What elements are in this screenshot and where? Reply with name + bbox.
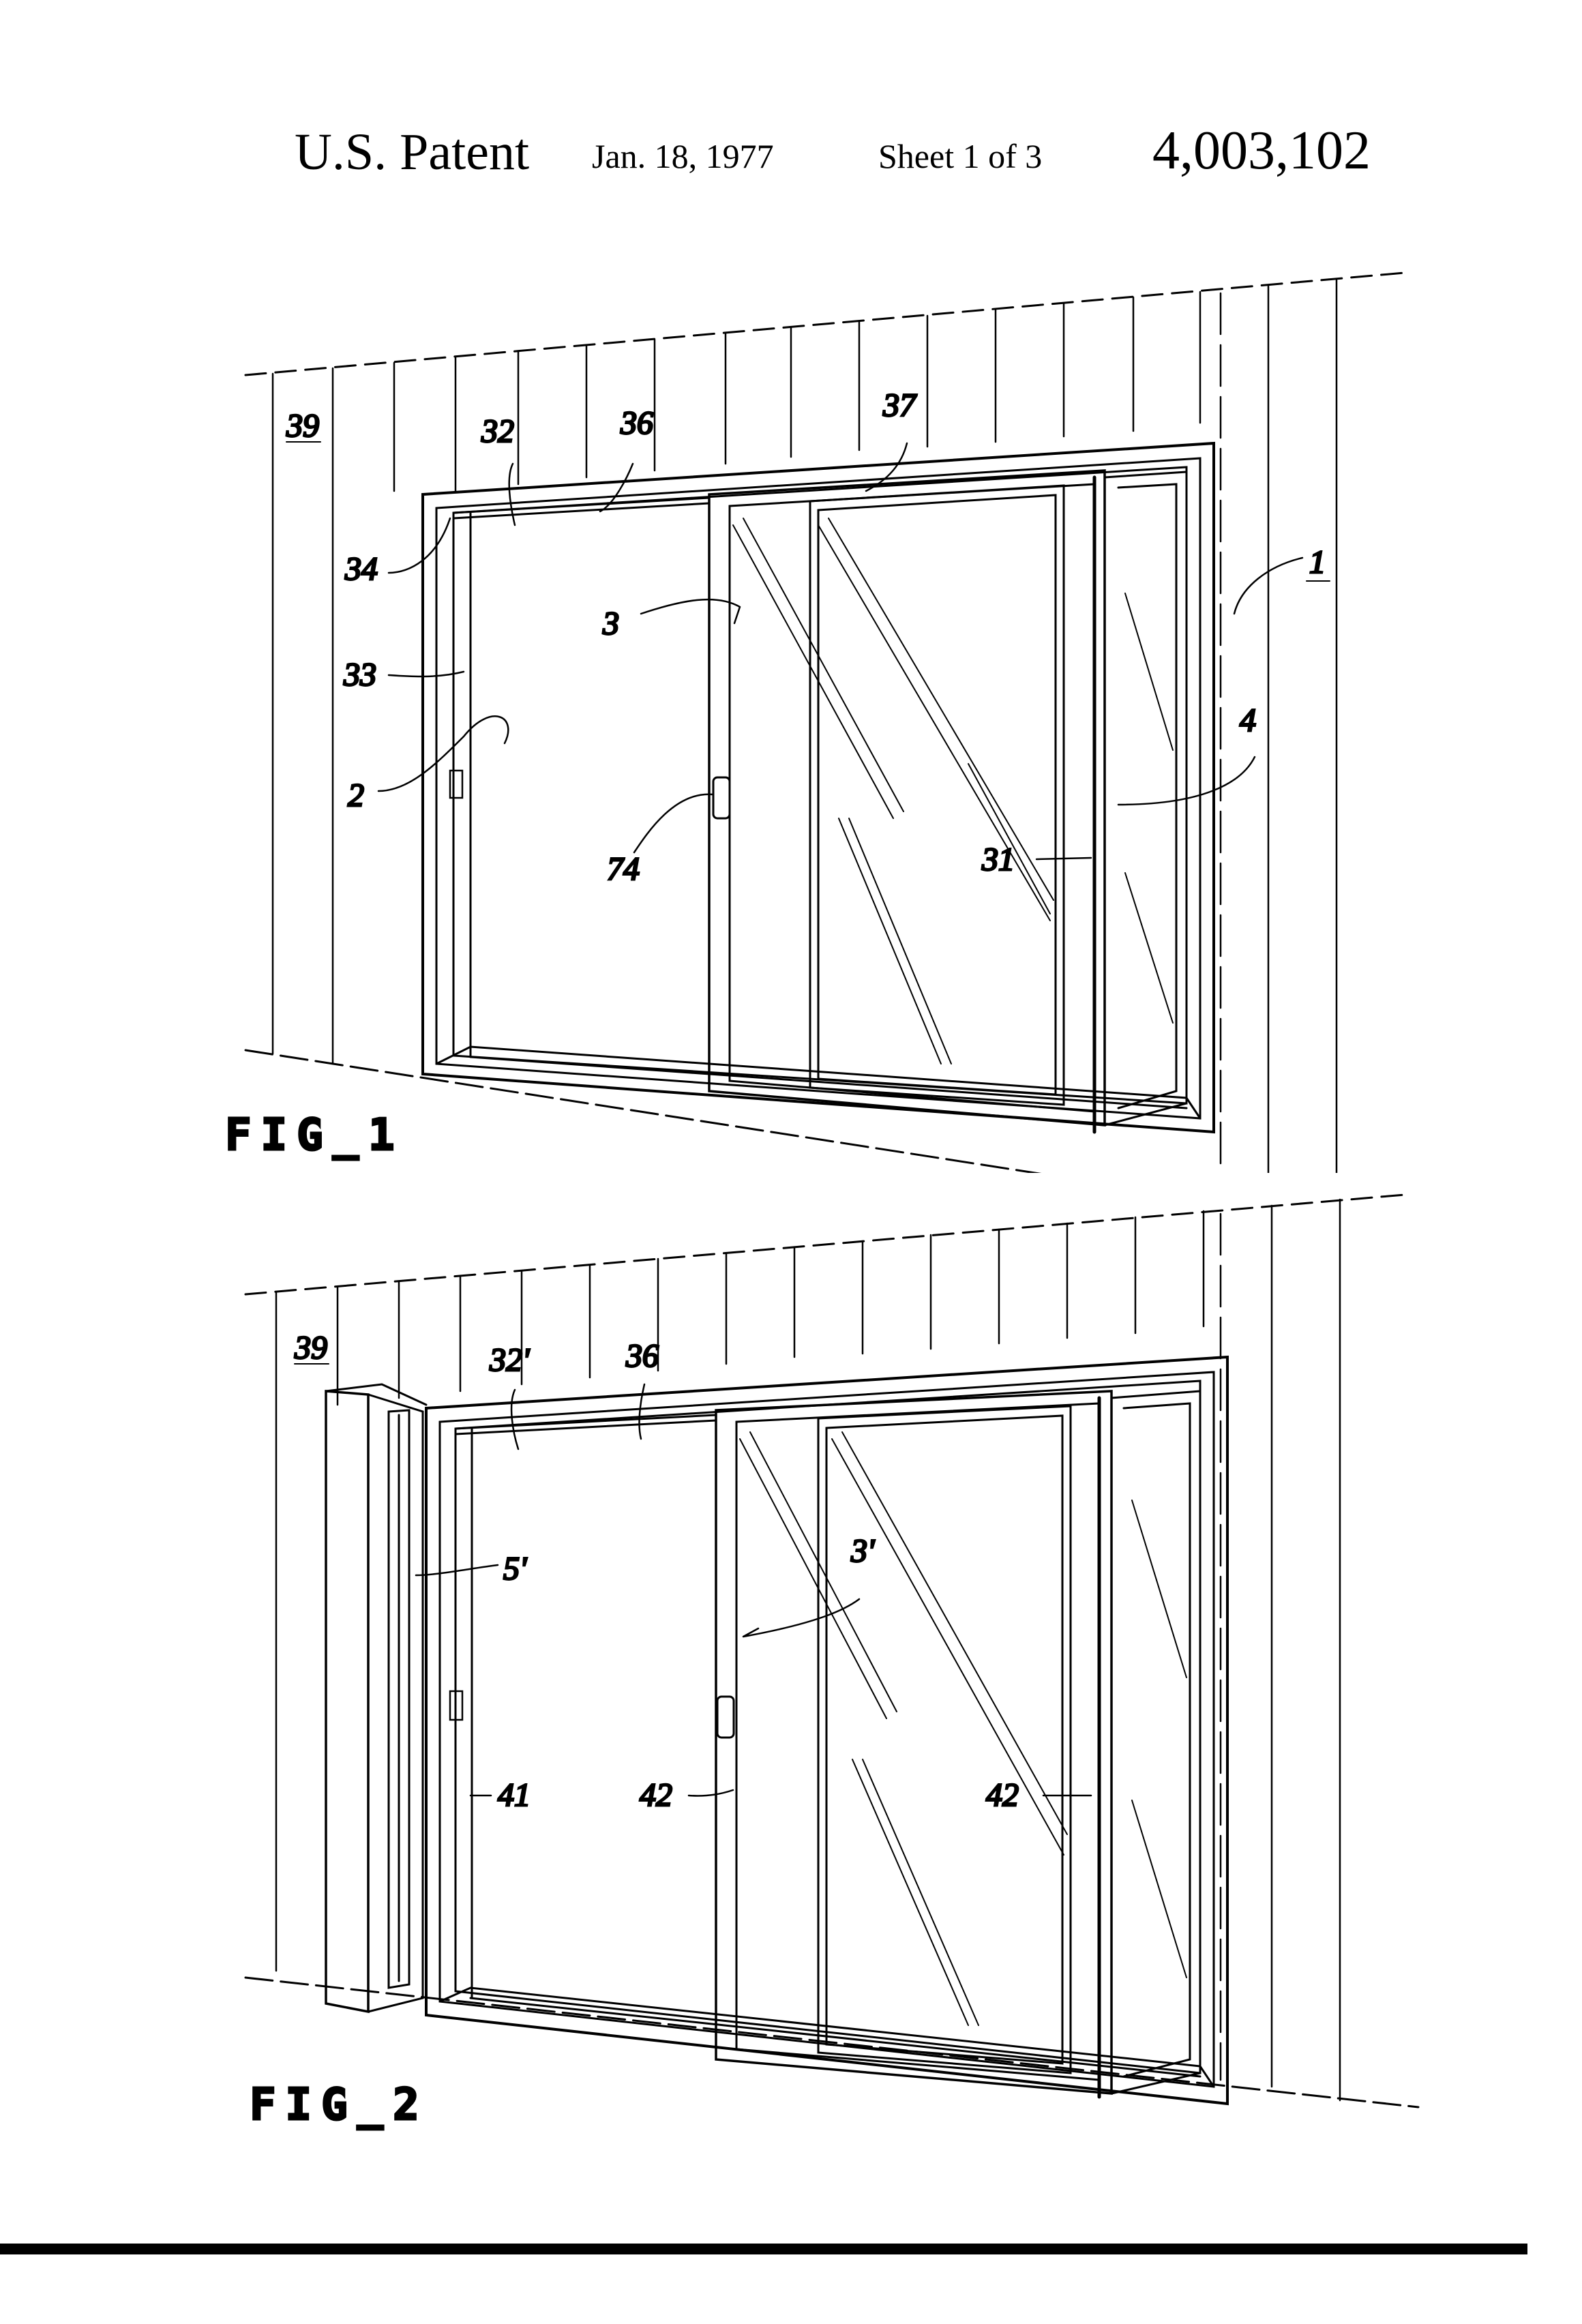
patent-title: U.S. Patent <box>295 123 530 181</box>
ref-37: 37 <box>882 387 917 423</box>
figure-1-label: FIG_1 <box>225 1110 404 1161</box>
figure-2-label: FIG_2 <box>250 2080 429 2130</box>
ref-41: 41 <box>498 1777 531 1813</box>
ref-39-fig2: 39 <box>294 1330 327 1366</box>
ref-3-prime: 3' <box>850 1533 875 1569</box>
ref-74: 74 <box>607 851 640 887</box>
patent-number: 4,003,102 <box>1152 121 1371 181</box>
ref-3: 3 <box>602 606 619 642</box>
figure-2-drawing: 39 32' 36 5' 3' 41 42 42 FIG_2 <box>244 1193 1420 2132</box>
ref-1: 1 <box>1309 544 1326 580</box>
figure-1-drawing: 39 32 36 37 34 1 3 33 4 2 74 31 FIG_1 <box>224 271 1406 1173</box>
ref-42-left: 42 <box>640 1777 672 1813</box>
ref-36-fig2: 36 <box>625 1338 659 1374</box>
ref-36: 36 <box>620 405 653 441</box>
ref-33: 33 <box>343 657 376 693</box>
ref-31: 31 <box>981 841 1015 878</box>
page-bottom-rule <box>0 2244 1527 2254</box>
patent-date: Jan. 18, 1977 <box>592 137 774 175</box>
ref-32: 32 <box>481 413 514 449</box>
patent-header: U.S. Patent Jan. 18, 1977 Sheet 1 of 3 4… <box>0 116 1582 198</box>
ref-42-right: 42 <box>986 1777 1019 1813</box>
sheet-number: Sheet 1 of 3 <box>878 137 1043 175</box>
ref-5-prime: 5' <box>503 1551 527 1587</box>
ref-2: 2 <box>348 777 364 814</box>
ref-39: 39 <box>286 408 319 444</box>
ref-4: 4 <box>1240 702 1256 739</box>
ref-32-prime: 32' <box>489 1342 530 1378</box>
ref-34: 34 <box>344 551 378 587</box>
